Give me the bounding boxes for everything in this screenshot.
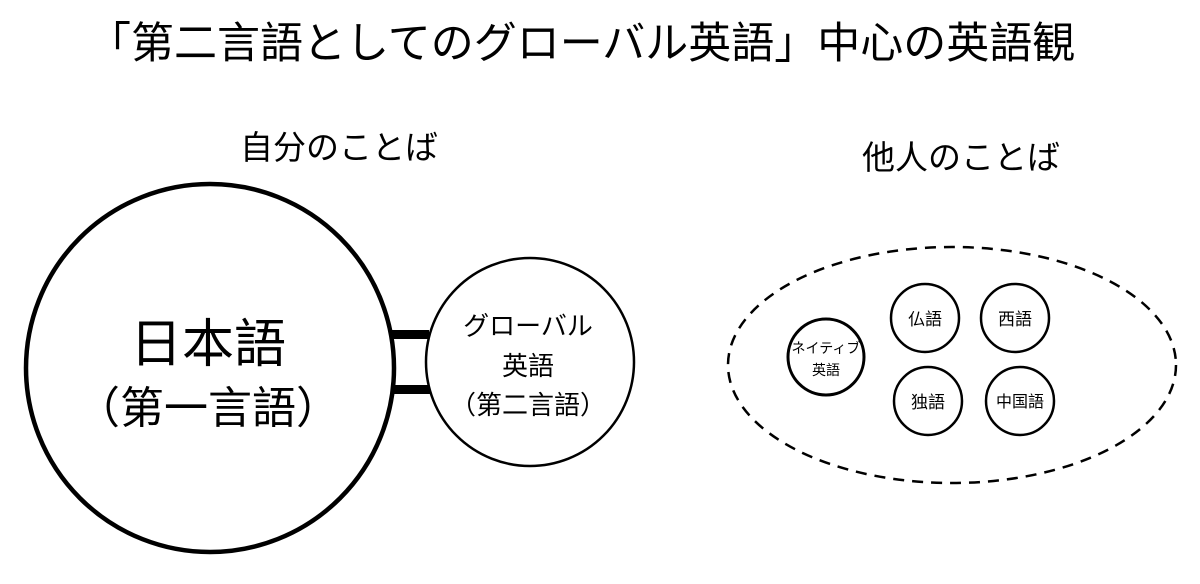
- french-label: 仏語: [908, 310, 942, 330]
- spanish-circle: [979, 282, 1051, 354]
- connector-bar-bottom: [378, 385, 432, 394]
- others-language-ellipse: [726, 245, 1178, 485]
- connector-bar-top: [375, 330, 429, 339]
- chinese-circle: [984, 365, 1056, 437]
- own-language-label: 自分のことば: [240, 128, 438, 167]
- second-language-line2: 英語: [502, 352, 554, 382]
- native-english-line2: 英語: [812, 362, 840, 379]
- french-circle: [889, 282, 961, 354]
- second-language-line1: グローバル: [463, 312, 593, 342]
- spanish-label: 西語: [998, 310, 1032, 330]
- slide-title: 「第二言語としてのグローバル英語」中心の英語観: [88, 19, 1076, 69]
- native-english-circle: [786, 317, 866, 397]
- first-language-name: 日本語: [130, 315, 286, 375]
- first-language-caption: （第一言語）: [76, 383, 340, 434]
- german-circle: [892, 365, 964, 437]
- first-language-circle: [23, 181, 397, 555]
- german-label: 独語: [911, 393, 945, 413]
- second-language-circle: [424, 256, 636, 468]
- others-language-label: 他人のことば: [862, 138, 1060, 177]
- second-language-line3: （第二言語）: [450, 391, 606, 421]
- chinese-label: 中国語: [996, 392, 1044, 411]
- native-english-line1: ネイティブ: [792, 340, 861, 357]
